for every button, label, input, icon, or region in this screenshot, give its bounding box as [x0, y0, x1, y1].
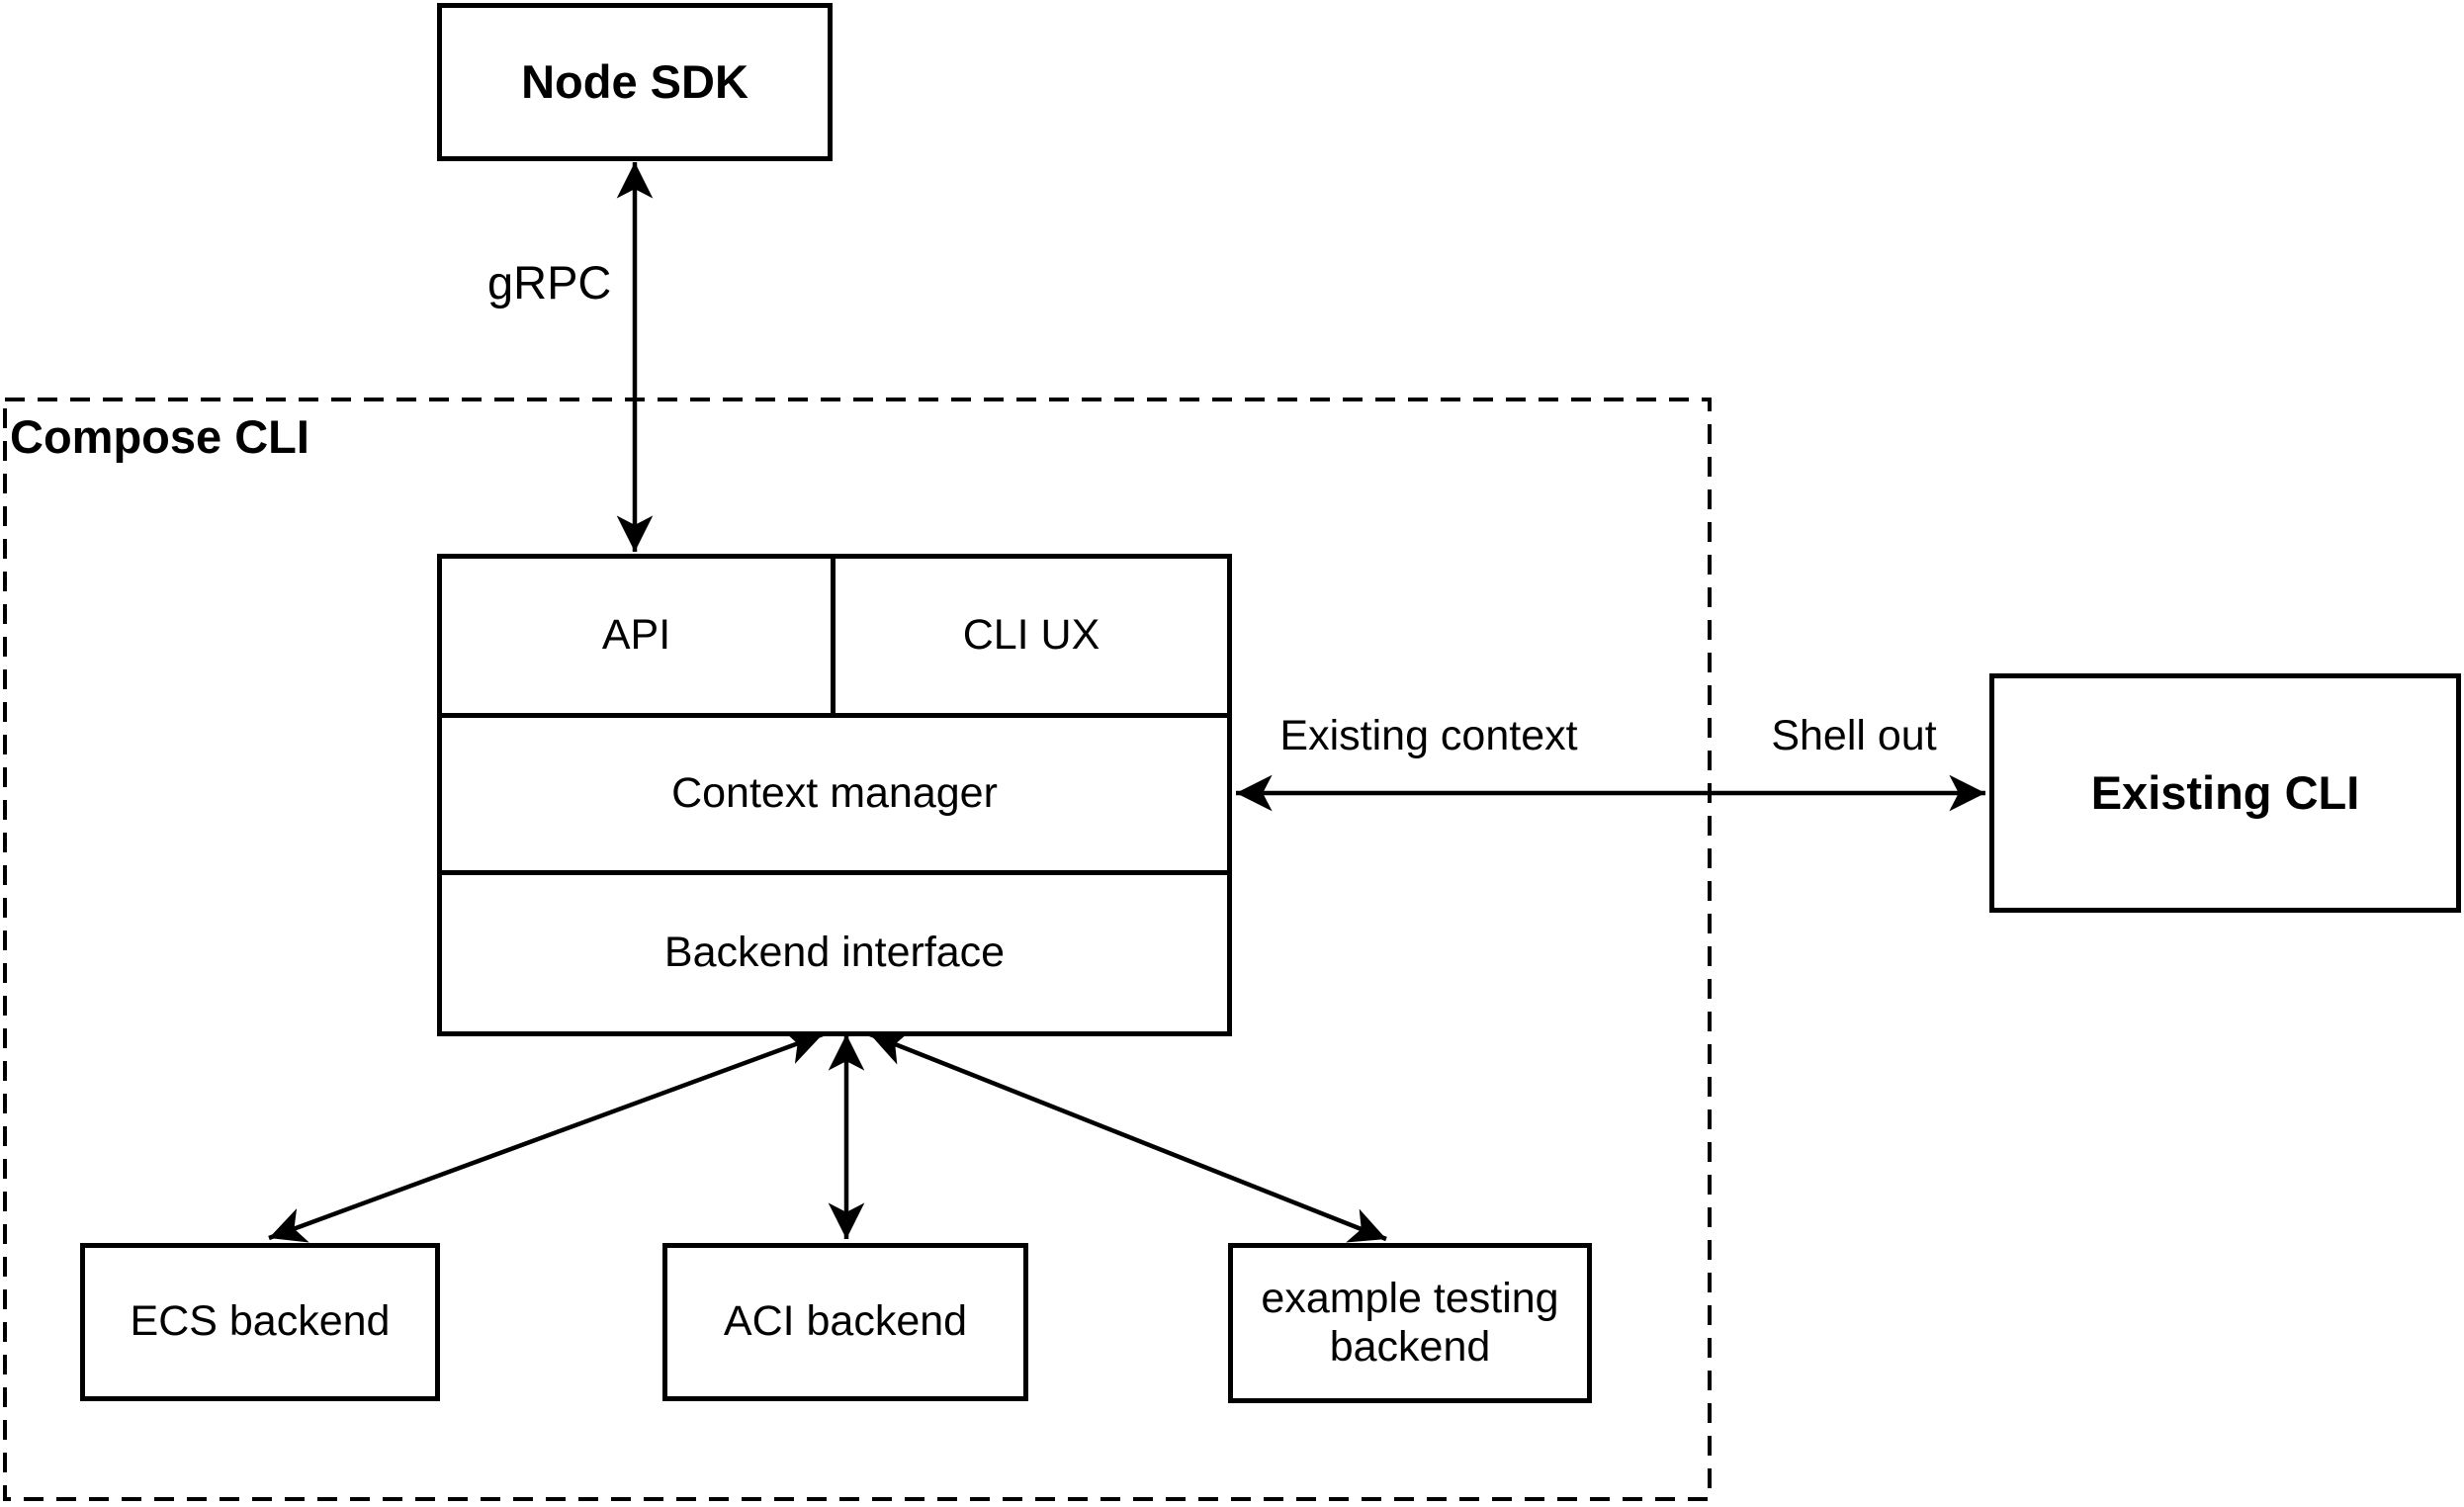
top-row: API CLI UX — [442, 559, 1227, 718]
shell-out-edge-label: Shell out — [1771, 712, 1937, 759]
node-sdk-box: Node SDK — [437, 3, 833, 161]
api-cell: API — [442, 559, 836, 713]
node-sdk-label: Node SDK — [521, 54, 748, 108]
aci-backend-box: ACI backend — [662, 1243, 1028, 1401]
grpc-edge-label: gRPC — [487, 256, 612, 309]
context-manager-label: Context manager — [671, 769, 998, 818]
context-manager-cell: Context manager — [442, 718, 1227, 875]
example-testing-backend-label: example testing backend — [1261, 1274, 1559, 1371]
ecs-backend-arrow — [268, 1029, 824, 1243]
backend-interface-cell: Backend interface — [442, 875, 1227, 1031]
existing-cli-box: Existing CLI — [1989, 673, 2461, 913]
cli-ux-label: CLI UX — [962, 611, 1100, 660]
example-backend-arrow — [869, 1030, 1387, 1243]
ecs-backend-label: ECS backend — [130, 1297, 391, 1346]
aci-backend-label: ACI backend — [723, 1297, 968, 1346]
compose-cli-core-box: API CLI UX Context manager Backend inter… — [437, 554, 1232, 1036]
existing-context-edge-label: Existing context — [1279, 712, 1578, 759]
compose-cli-container-label: Compose CLI — [10, 410, 309, 463]
backend-interface-label: Backend interface — [663, 929, 1006, 977]
existing-cli-label: Existing CLI — [2090, 765, 2360, 819]
ecs-backend-box: ECS backend — [80, 1243, 440, 1401]
api-label: API — [601, 611, 671, 660]
cli-ux-cell: CLI UX — [836, 559, 1227, 713]
example-testing-backend-box: example testing backend — [1228, 1243, 1592, 1403]
